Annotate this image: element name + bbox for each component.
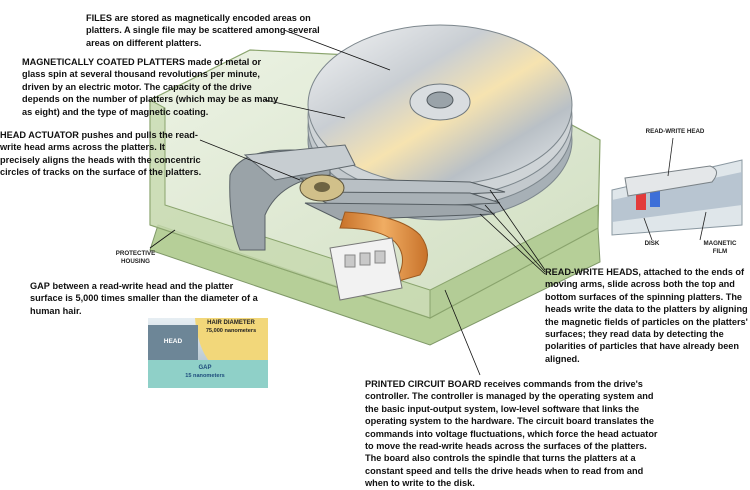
head-block xyxy=(148,325,198,360)
files-heading: FILES xyxy=(86,13,113,23)
read-write-heads-heading: READ-WRITE HEADS, xyxy=(545,267,641,277)
head-actuator-text: pushes and pulls the read-write head arm… xyxy=(0,130,202,178)
gap-inset-head-label: HEAD xyxy=(163,338,183,345)
circuit-board-annotation: PRINTED CIRCUIT BOARD receives commands … xyxy=(365,378,665,490)
rw-head-red-block xyxy=(636,186,646,210)
gap-inset-gap-value: 15 nanometers xyxy=(185,373,225,379)
read-write-head-label: READ-WRITE HEAD xyxy=(645,128,705,135)
files-annotation: FILES are stored as magnetically encoded… xyxy=(86,12,326,49)
gap-band xyxy=(148,360,268,388)
platters-annotation: MAGNETICALLY COATED PLATTERS made of met… xyxy=(22,56,280,118)
rw-head-blue-block xyxy=(650,183,660,207)
magnetic-film-label: MAGNETIC FILM xyxy=(703,240,737,255)
leader-line xyxy=(667,137,674,177)
leader-line xyxy=(264,99,346,119)
disk-label: DISK xyxy=(644,240,660,247)
files-text: are stored as magnetically encoded areas… xyxy=(86,13,320,48)
platters-heading: MAGNETICALLY COATED PLATTERS xyxy=(22,57,185,67)
connector-slot xyxy=(374,250,386,264)
connector-slot xyxy=(344,254,356,268)
leader-line xyxy=(283,29,391,71)
spindle-cap xyxy=(426,91,454,109)
leader-line xyxy=(199,139,301,181)
leader-line xyxy=(699,211,707,241)
read-write-heads-text: attached to the ends of moving arms, sli… xyxy=(545,267,748,364)
leader-line xyxy=(484,204,546,273)
circuit-board-heading: PRINTED CIRCUIT BOARD xyxy=(365,379,482,389)
gap-inset-hair-value: 75,000 nanometers xyxy=(205,328,257,334)
platters-text: made of metal or glass spin at several t… xyxy=(22,57,279,117)
leader-line xyxy=(479,213,546,275)
gap-heading: GAP xyxy=(30,281,50,291)
actuator-plate xyxy=(243,144,356,181)
leader-line xyxy=(149,229,176,249)
head-actuator-heading: HEAD ACTUATOR xyxy=(0,130,79,140)
leader-line xyxy=(489,189,546,271)
gap-annotation: GAP between a read-write head and the pl… xyxy=(30,280,262,317)
gap-inset-gap-label: GAP xyxy=(198,365,212,371)
gap-inset-hair-label: HAIR DIAMETER xyxy=(207,320,255,326)
actuator-pivot-center xyxy=(314,182,330,192)
circuit-board-text: receives commands from the drive's contr… xyxy=(365,379,658,489)
leader-line xyxy=(643,217,653,241)
ribbon-cable xyxy=(339,211,428,283)
head-actuator-annotation: HEAD ACTUATOR pushes and pulls the read-… xyxy=(0,129,202,179)
housing-right-wall xyxy=(429,204,599,319)
protective-housing-label: PROTECTIVE HOUSING xyxy=(115,250,156,265)
leader-line xyxy=(444,289,481,376)
read-write-heads-annotation: READ-WRITE HEADS, attached to the ends o… xyxy=(545,266,750,365)
gap-text: between a read-write head and the platte… xyxy=(30,281,258,316)
connector-slot xyxy=(359,252,371,266)
rw-head-slider xyxy=(624,165,717,197)
